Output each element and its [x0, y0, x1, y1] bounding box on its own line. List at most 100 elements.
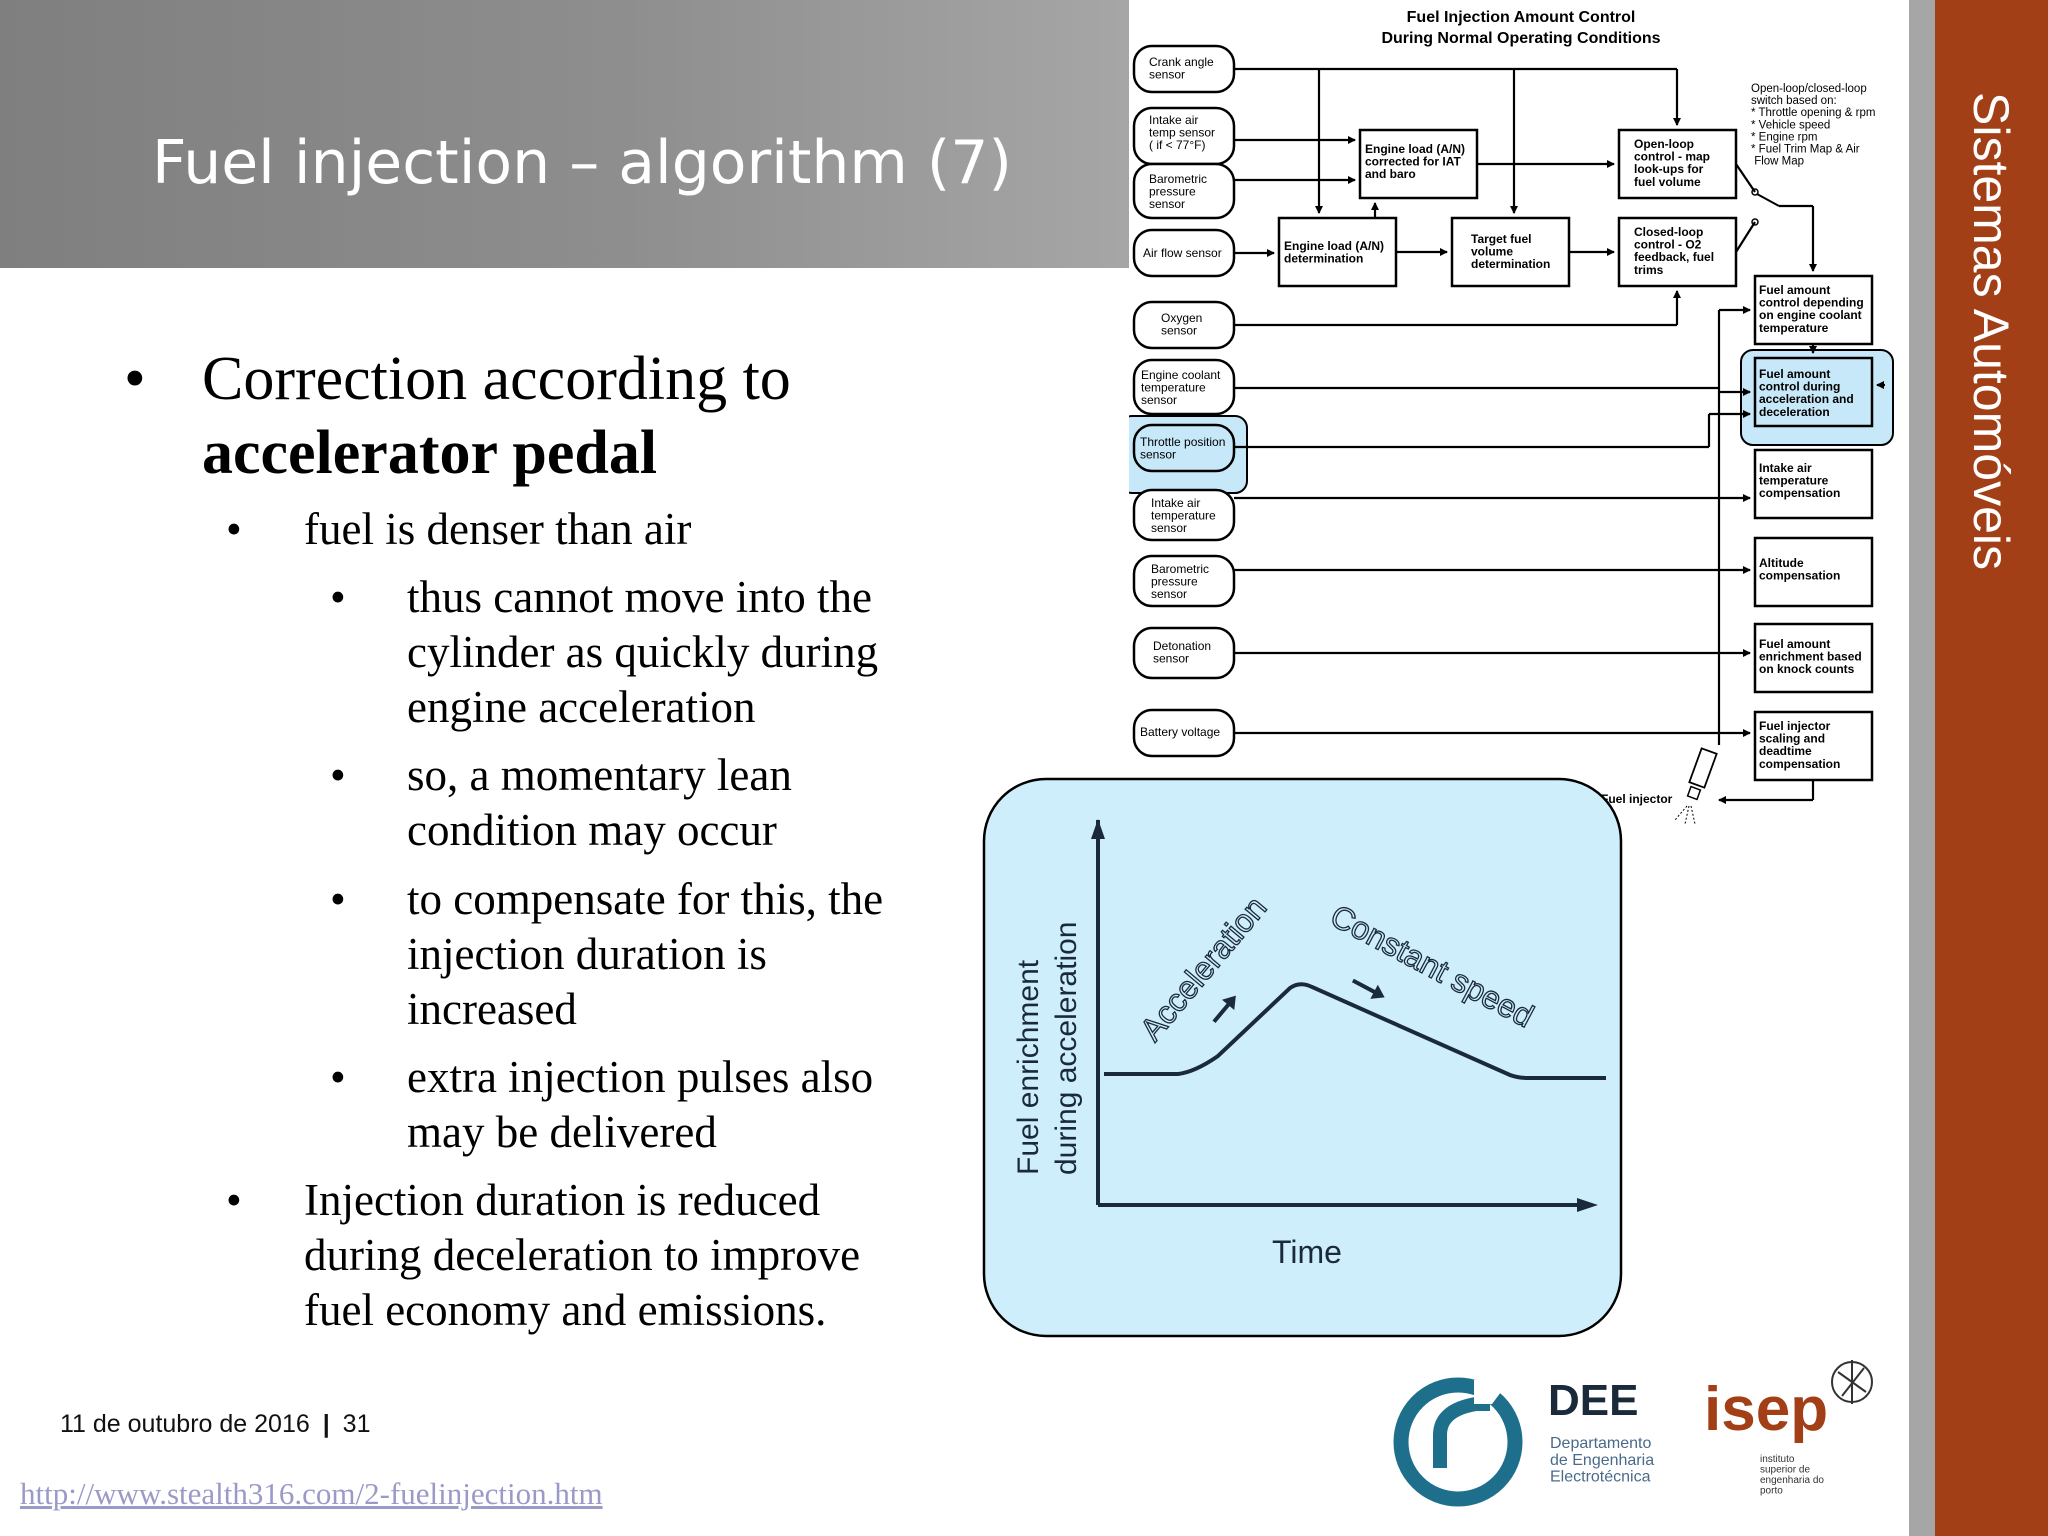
bullet-marker: •: [226, 504, 242, 554]
enrichment-curve: [1104, 982, 1606, 1080]
footer: 11 de outubro de 2016 | 31: [60, 1410, 370, 1439]
title-band: [0, 0, 1129, 268]
label-line: enrichment based: [1759, 650, 1862, 664]
arrow-icon: [1212, 995, 1236, 1024]
label-line: * Vehicle speed: [1751, 119, 1830, 131]
arrow-icon: [1351, 978, 1385, 999]
graph-axes: [1096, 820, 1592, 1207]
page-number: 31: [342, 1410, 371, 1438]
label-line: Barometric: [1149, 172, 1207, 186]
label-line: temperature: [1759, 321, 1829, 335]
label-line: Barometric: [1151, 562, 1209, 576]
footer-separator: |: [322, 1410, 330, 1438]
graph-background: [982, 777, 1623, 1338]
bullet-text: to compensate for this, the: [407, 874, 884, 924]
label-line: sensor: [1153, 652, 1189, 666]
label-line: Intake air: [1149, 113, 1198, 127]
y-axis-arrow: [1091, 819, 1105, 839]
label-line: Throttle position: [1140, 435, 1225, 449]
footer-date: 11 de outubro de 2016: [60, 1410, 310, 1438]
label-line: Crank angle: [1149, 55, 1214, 69]
x-axis-arrow: [1577, 1198, 1598, 1212]
isep-logo-name: isep: [1704, 1375, 1828, 1444]
label-line: sensor: [1141, 393, 1177, 407]
label-line: Electrotécnica: [1550, 1469, 1651, 1486]
bullet-text: fuel economy and emissions.: [304, 1285, 827, 1335]
bullet-heading-bold: accelerator pedal: [202, 419, 658, 487]
label-line: Closed-loop: [1634, 225, 1703, 239]
diagram-title: Fuel Injection Amount Control: [1407, 9, 1636, 26]
box-engine-load-determination: Engine load (A/N)determination: [1277, 216, 1398, 288]
bullet-marker: •: [330, 1052, 346, 1102]
side-gray-strip: [1909, 0, 1935, 1536]
label-line: compensation: [1759, 486, 1840, 500]
label-line: Fuel amount: [1759, 283, 1830, 297]
label-line: sensor: [1161, 324, 1197, 338]
side-title: Sistemas Automóveis: [1963, 92, 2019, 570]
label-line: Fuel injector: [1759, 719, 1831, 733]
label-line: Oxygen: [1161, 311, 1202, 325]
label-line: temperature: [1759, 474, 1829, 488]
label-line: Engine load (A/N): [1365, 142, 1465, 156]
fuel-injector-icon: [1674, 747, 1718, 825]
diagram-subtitle: During Normal Operating Conditions: [1381, 30, 1660, 47]
bullet-marker: •: [330, 874, 346, 924]
bullet-text: injection duration is: [407, 929, 767, 979]
bullet-heading-line: Correction according to: [202, 345, 791, 413]
label-line: Departamento: [1550, 1435, 1651, 1452]
label-line: switch based on:: [1751, 95, 1837, 107]
label-line: temperature: [1151, 509, 1216, 523]
label-line: determination: [1284, 252, 1363, 266]
label-line: feedback, fuel: [1634, 250, 1714, 264]
label-line: temperature: [1141, 381, 1206, 395]
source-link[interactable]: http://www.stealth316.com/2-fuelinjectio…: [20, 1476, 603, 1511]
bullet-marker: •: [330, 750, 346, 800]
label-line: fuel volume: [1634, 175, 1701, 189]
label-line: Detonation: [1153, 639, 1211, 653]
graph-y-label-2: during acceleration: [1050, 922, 1083, 1176]
label-line: sensor: [1140, 448, 1176, 462]
label-line: compensation: [1759, 757, 1840, 771]
label-line: Altitude: [1759, 556, 1804, 570]
bullet-text: thus cannot move into the: [407, 572, 872, 622]
bullet-text: cylinder as quickly during: [407, 627, 879, 677]
graph-y-label-1: Fuel enrichment: [1012, 959, 1045, 1175]
label-line: temp sensor: [1149, 126, 1215, 140]
label-line: engenharia do: [1760, 1475, 1824, 1486]
switch-contact-bottom: [1751, 218, 1759, 226]
bullet-text: increased: [407, 984, 577, 1034]
label-line: on knock counts: [1759, 662, 1855, 676]
label-line: Battery voltage: [1140, 725, 1220, 739]
label-line: deadtime: [1759, 744, 1812, 758]
bullet-marker: •: [124, 345, 146, 413]
label-line: Engine coolant: [1141, 368, 1221, 382]
switch-arm: [1756, 193, 1780, 207]
label-line: control - O2: [1634, 238, 1702, 252]
label-line: Fuel amount: [1759, 637, 1830, 651]
label-line: pressure: [1149, 185, 1196, 199]
label-line: on engine coolant: [1759, 308, 1862, 322]
